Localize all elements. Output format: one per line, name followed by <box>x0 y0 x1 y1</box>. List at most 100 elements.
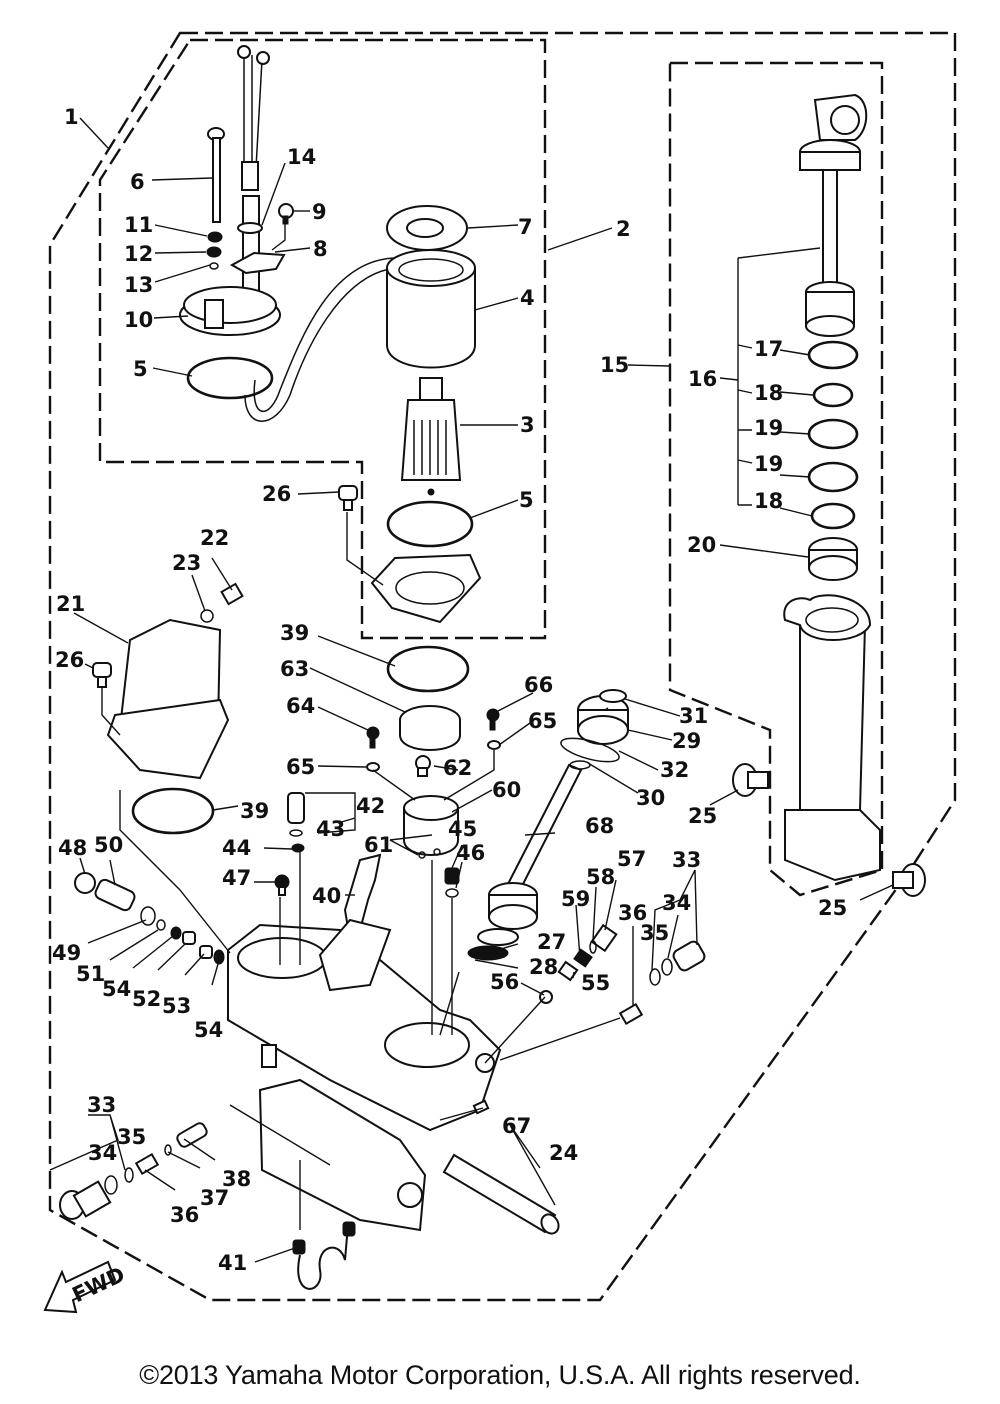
callout-36a[interactable]: 36 <box>618 901 647 925</box>
callout-32[interactable]: 32 <box>660 758 689 782</box>
screw-9 <box>278 203 294 225</box>
callout-67[interactable]: 67 <box>502 1114 531 1138</box>
callout-18a[interactable]: 18 <box>754 381 783 405</box>
plug-26-upper <box>338 485 358 511</box>
valve-42 <box>287 792 305 824</box>
callout-35b[interactable]: 35 <box>117 1125 146 1149</box>
callout-63[interactable]: 63 <box>280 657 309 681</box>
callout-53[interactable]: 53 <box>162 994 191 1018</box>
callout-66[interactable]: 66 <box>524 673 553 697</box>
callout-28[interactable]: 28 <box>529 955 558 979</box>
callout-24[interactable]: 24 <box>549 1141 578 1165</box>
callout-58[interactable]: 58 <box>586 865 615 889</box>
callout-52[interactable]: 52 <box>132 987 161 1011</box>
callout-45[interactable]: 45 <box>448 817 477 841</box>
callout-55[interactable]: 55 <box>581 971 610 995</box>
callout-5a[interactable]: 5 <box>133 357 148 381</box>
callout-65b[interactable]: 65 <box>528 709 557 733</box>
callout-61[interactable]: 61 <box>364 833 393 857</box>
callout-54b[interactable]: 54 <box>194 1018 223 1042</box>
callout-25b[interactable]: 25 <box>818 896 847 920</box>
gland-20 <box>808 537 858 581</box>
callout-46[interactable]: 46 <box>456 841 485 865</box>
callout-26b[interactable]: 26 <box>55 648 84 672</box>
pin-25-right <box>892 863 926 897</box>
oring-32 <box>560 737 620 763</box>
callout-56[interactable]: 56 <box>490 970 519 994</box>
callout-20[interactable]: 20 <box>687 533 716 557</box>
callout-44[interactable]: 44 <box>222 836 251 860</box>
motor-lead-wires <box>237 45 270 327</box>
callout-21[interactable]: 21 <box>56 592 85 616</box>
callout-19b[interactable]: 19 <box>754 452 783 476</box>
callout-33a[interactable]: 33 <box>672 848 701 872</box>
callout-34b[interactable]: 34 <box>88 1141 117 1165</box>
callout-33b[interactable]: 33 <box>87 1093 116 1117</box>
callout-60[interactable]: 60 <box>492 778 521 802</box>
callout-49-50[interactable]: 50 <box>94 833 123 857</box>
callout-65a[interactable]: 65 <box>286 755 315 779</box>
callout-39b[interactable]: 39 <box>240 799 269 823</box>
callout-16[interactable]: 16 <box>688 367 717 391</box>
callout-4[interactable]: 4 <box>520 286 535 310</box>
callout-22[interactable]: 22 <box>200 526 229 550</box>
callout-1[interactable]: 1 <box>64 105 79 129</box>
callout-39a[interactable]: 39 <box>280 621 309 645</box>
callout-13[interactable]: 13 <box>124 273 153 297</box>
callout-36b[interactable]: 36 <box>170 1203 199 1227</box>
oring-49 <box>140 906 156 926</box>
callout-31[interactable]: 31 <box>679 704 708 728</box>
callout-5b[interactable]: 5 <box>519 488 534 512</box>
callout-62[interactable]: 62 <box>443 756 472 780</box>
callout-23[interactable]: 23 <box>172 551 201 575</box>
stator-4 <box>386 249 476 369</box>
washer-11 <box>207 231 223 243</box>
callout-10[interactable]: 10 <box>124 308 153 332</box>
callout-6[interactable]: 6 <box>130 170 145 194</box>
callout-12[interactable]: 12 <box>124 242 153 266</box>
plug-22 <box>220 582 244 606</box>
callout-38[interactable]: 38 <box>222 1167 251 1191</box>
callout-18b[interactable]: 18 <box>754 489 783 513</box>
callout-26a[interactable]: 26 <box>262 482 291 506</box>
callout-41[interactable]: 41 <box>218 1251 247 1275</box>
callout-54a[interactable]: 54 <box>102 977 131 1001</box>
callout-57[interactable]: 57 <box>617 847 646 871</box>
callout-48[interactable]: 48 <box>58 836 87 860</box>
callout-68[interactable]: 68 <box>585 814 614 838</box>
oring-5-upper <box>186 356 274 400</box>
callout-47[interactable]: 47 <box>222 866 251 890</box>
callout-27[interactable]: 27 <box>537 930 566 954</box>
callout-59[interactable]: 59 <box>561 887 590 911</box>
callout-25a[interactable]: 25 <box>688 804 717 828</box>
callout-49[interactable]: 49 <box>52 941 81 965</box>
callout-2[interactable]: 2 <box>616 217 631 241</box>
pipe-41 <box>297 1224 349 1290</box>
copyright-notice: ©2013 Yamaha Motor Corporation, U.S.A. A… <box>139 1360 861 1390</box>
callout-19a[interactable]: 19 <box>754 416 783 440</box>
callout-64[interactable]: 64 <box>286 694 315 718</box>
tilt-rod-16 <box>799 93 868 337</box>
callout-14[interactable]: 14 <box>287 145 316 169</box>
oring-39-upper <box>386 645 470 693</box>
plate-8 <box>229 251 286 275</box>
callout-8[interactable]: 8 <box>313 237 328 261</box>
callout-7[interactable]: 7 <box>518 215 533 239</box>
callout-3[interactable]: 3 <box>520 413 535 437</box>
callout-51[interactable]: 51 <box>76 962 105 986</box>
valve-38 <box>176 1122 208 1148</box>
callout-15[interactable]: 15 <box>600 353 629 377</box>
callout-40[interactable]: 40 <box>312 884 341 908</box>
callout-35a[interactable]: 35 <box>640 921 669 945</box>
valve-50 <box>94 878 136 912</box>
callout-30[interactable]: 30 <box>636 786 665 810</box>
callout-37[interactable]: 37 <box>200 1186 229 1210</box>
callout-29[interactable]: 29 <box>672 729 701 753</box>
callout-17[interactable]: 17 <box>754 337 783 361</box>
callout-34a[interactable]: 34 <box>662 891 691 915</box>
callout-11[interactable]: 11 <box>124 213 153 237</box>
callout-43[interactable]: 43 <box>316 817 345 841</box>
oring-13 <box>209 262 219 270</box>
callout-42[interactable]: 42 <box>356 794 385 818</box>
callout-9[interactable]: 9 <box>312 200 327 224</box>
